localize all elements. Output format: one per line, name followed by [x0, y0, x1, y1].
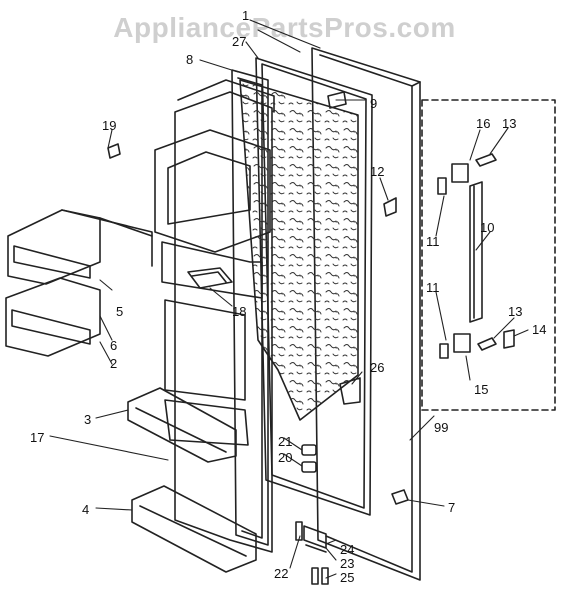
watermark-text: AppliancePartsPros.com — [113, 12, 456, 43]
callout-6: 6 — [110, 338, 117, 353]
callout-19: 19 — [102, 118, 116, 133]
callout-24: 24 — [340, 542, 354, 557]
callout-17: 17 — [30, 430, 44, 445]
callout-4: 4 — [82, 502, 89, 517]
callout-22: 22 — [274, 566, 288, 581]
callout-25: 25 — [340, 570, 354, 585]
callout-27: 27 — [232, 34, 246, 49]
leader-lines — [49, 19, 529, 579]
callout-8: 8 — [186, 52, 193, 67]
callout-16: 16 — [476, 116, 490, 131]
callout-26: 26 — [370, 360, 384, 375]
dispenser-bracket — [187, 267, 233, 289]
callout-10: 10 — [480, 220, 494, 235]
door-frame — [231, 69, 269, 546]
inner-door-liner — [154, 79, 275, 553]
callout-13-lower: 13 — [508, 304, 522, 319]
door-shelf-lower — [5, 277, 101, 357]
callout-23: 23 — [340, 556, 354, 571]
callout-7: 7 — [448, 500, 455, 515]
callout-20: 20 — [278, 450, 292, 465]
bottom-bin — [131, 485, 257, 573]
shelf-bar — [127, 387, 237, 463]
callout-14: 14 — [532, 322, 546, 337]
callout-11-lower: 11 — [426, 280, 440, 295]
callout-12: 12 — [370, 164, 384, 179]
callout-1: 1 — [242, 8, 249, 23]
callout-labels: 1 27 8 9 19 12 16 13 10 11 11 13 14 15 5… — [30, 8, 546, 585]
callout-11-upper: 11 — [426, 234, 440, 249]
door-shelf-upper — [7, 209, 153, 285]
callout-99: 99 — [434, 420, 448, 435]
callout-13-upper: 13 — [502, 116, 516, 131]
callout-9: 9 — [370, 96, 377, 111]
callout-21: 21 — [278, 434, 292, 449]
callout-3: 3 — [84, 412, 91, 427]
callout-2: 2 — [110, 356, 117, 371]
handle-kit-box — [421, 99, 556, 411]
callout-15: 15 — [474, 382, 488, 397]
callout-5: 5 — [116, 304, 123, 319]
callout-18: 18 — [232, 304, 246, 319]
insulation-panel — [239, 79, 359, 421]
